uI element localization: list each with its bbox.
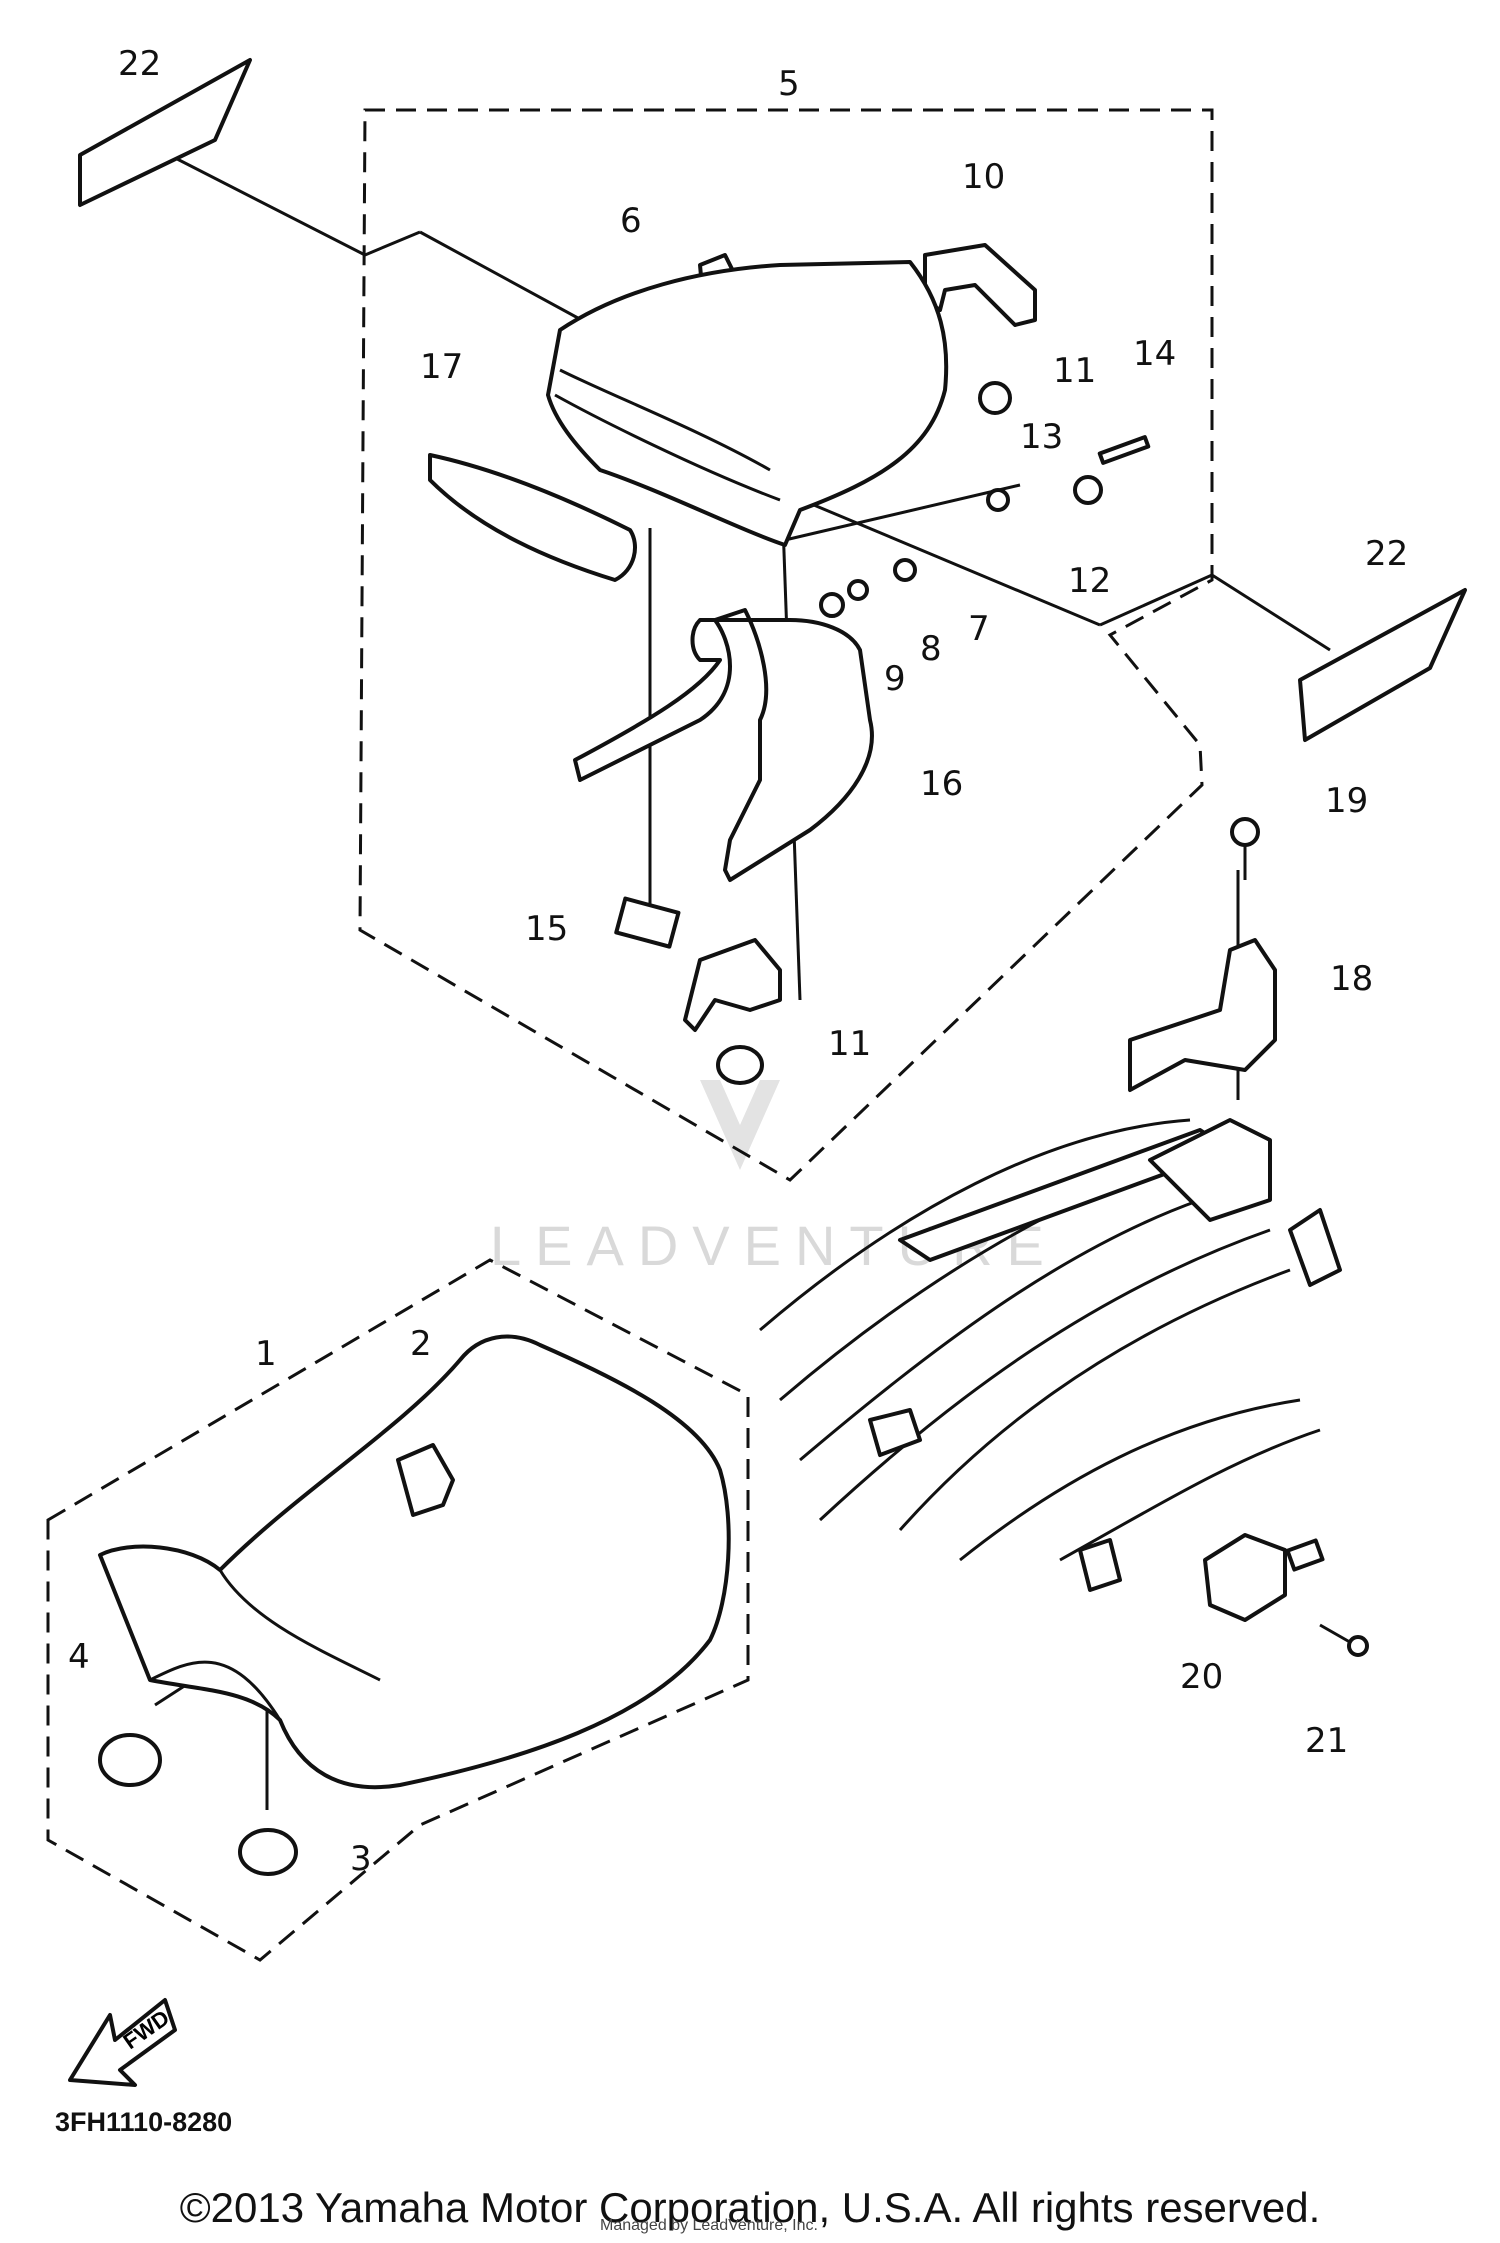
frame — [759, 1118, 1342, 1592]
fwd-arrow: FWD — [68, 1998, 177, 2087]
key-20 — [1285, 1538, 1325, 1572]
callout-14: 14 — [1133, 334, 1176, 374]
callout-6: 6 — [620, 201, 642, 241]
screw-14 — [1097, 435, 1151, 465]
watermark: LEADVENTURE — [490, 1080, 1044, 1277]
callout-2: 2 — [410, 1324, 432, 1364]
callout-18: 18 — [1330, 959, 1373, 999]
damper-3 — [238, 1828, 298, 1876]
callout-10: 10 — [962, 157, 1005, 197]
group-box-5 — [358, 108, 1214, 1182]
diagram-code: 3FH1110-8280 — [55, 2107, 233, 2137]
callout-5: 5 — [778, 64, 800, 104]
damper-4 — [98, 1733, 162, 1787]
bracket-10 — [923, 243, 1037, 327]
screw-21 — [1347, 1635, 1369, 1657]
callout-9: 9 — [884, 659, 906, 699]
bolt-12 — [1073, 475, 1103, 505]
callout-12: 12 — [1068, 561, 1111, 601]
callout-4: 4 — [68, 1637, 90, 1677]
rear-seat — [546, 260, 949, 547]
grommet-11-lower — [716, 1045, 764, 1085]
footer-note: Managed by LeadVenture, Inc. — [600, 2217, 818, 2234]
callout-20: 20 — [1180, 1657, 1223, 1697]
reflector-22-left — [78, 58, 252, 207]
seat-lock-18 — [1128, 938, 1277, 1092]
grommet-11-upper — [978, 381, 1012, 415]
pad-15 — [614, 896, 681, 949]
callout-3: 3 — [350, 1839, 372, 1879]
callout-19: 19 — [1325, 781, 1368, 821]
callout-16: 16 — [920, 764, 963, 804]
callout-13: 13 — [1020, 417, 1063, 457]
callout-22b: 22 — [1365, 534, 1408, 574]
callout-7: 7 — [968, 609, 990, 649]
callout-11b: 11 — [828, 1024, 871, 1064]
grab-rail-16 — [573, 608, 874, 882]
front-seat — [98, 1334, 731, 1790]
callout-17: 17 — [420, 347, 463, 387]
bracket-11-lower — [683, 938, 782, 1032]
callout-1: 1 — [255, 1334, 277, 1374]
washer-8 — [847, 579, 869, 601]
seat-hook-2 — [396, 1443, 455, 1517]
lock-assembly-20 — [1203, 1533, 1287, 1622]
bolt-7 — [893, 558, 917, 582]
nut-9 — [819, 592, 845, 618]
trim-strip-17 — [428, 453, 637, 582]
reflector-22-right — [1298, 588, 1467, 742]
group-box-1 — [46, 1258, 750, 1962]
callout-11a: 11 — [1053, 351, 1096, 391]
copyright-notice: ©2013 Yamaha Motor Corporation, U.S.A. A… — [179, 2184, 1321, 2231]
callout-22a: 22 — [118, 44, 161, 84]
callout-21: 21 — [1305, 1721, 1348, 1761]
callout-15: 15 — [525, 909, 568, 949]
bolt-19 — [1230, 817, 1260, 847]
callout-8: 8 — [920, 629, 942, 669]
nut-13 — [986, 488, 1010, 512]
